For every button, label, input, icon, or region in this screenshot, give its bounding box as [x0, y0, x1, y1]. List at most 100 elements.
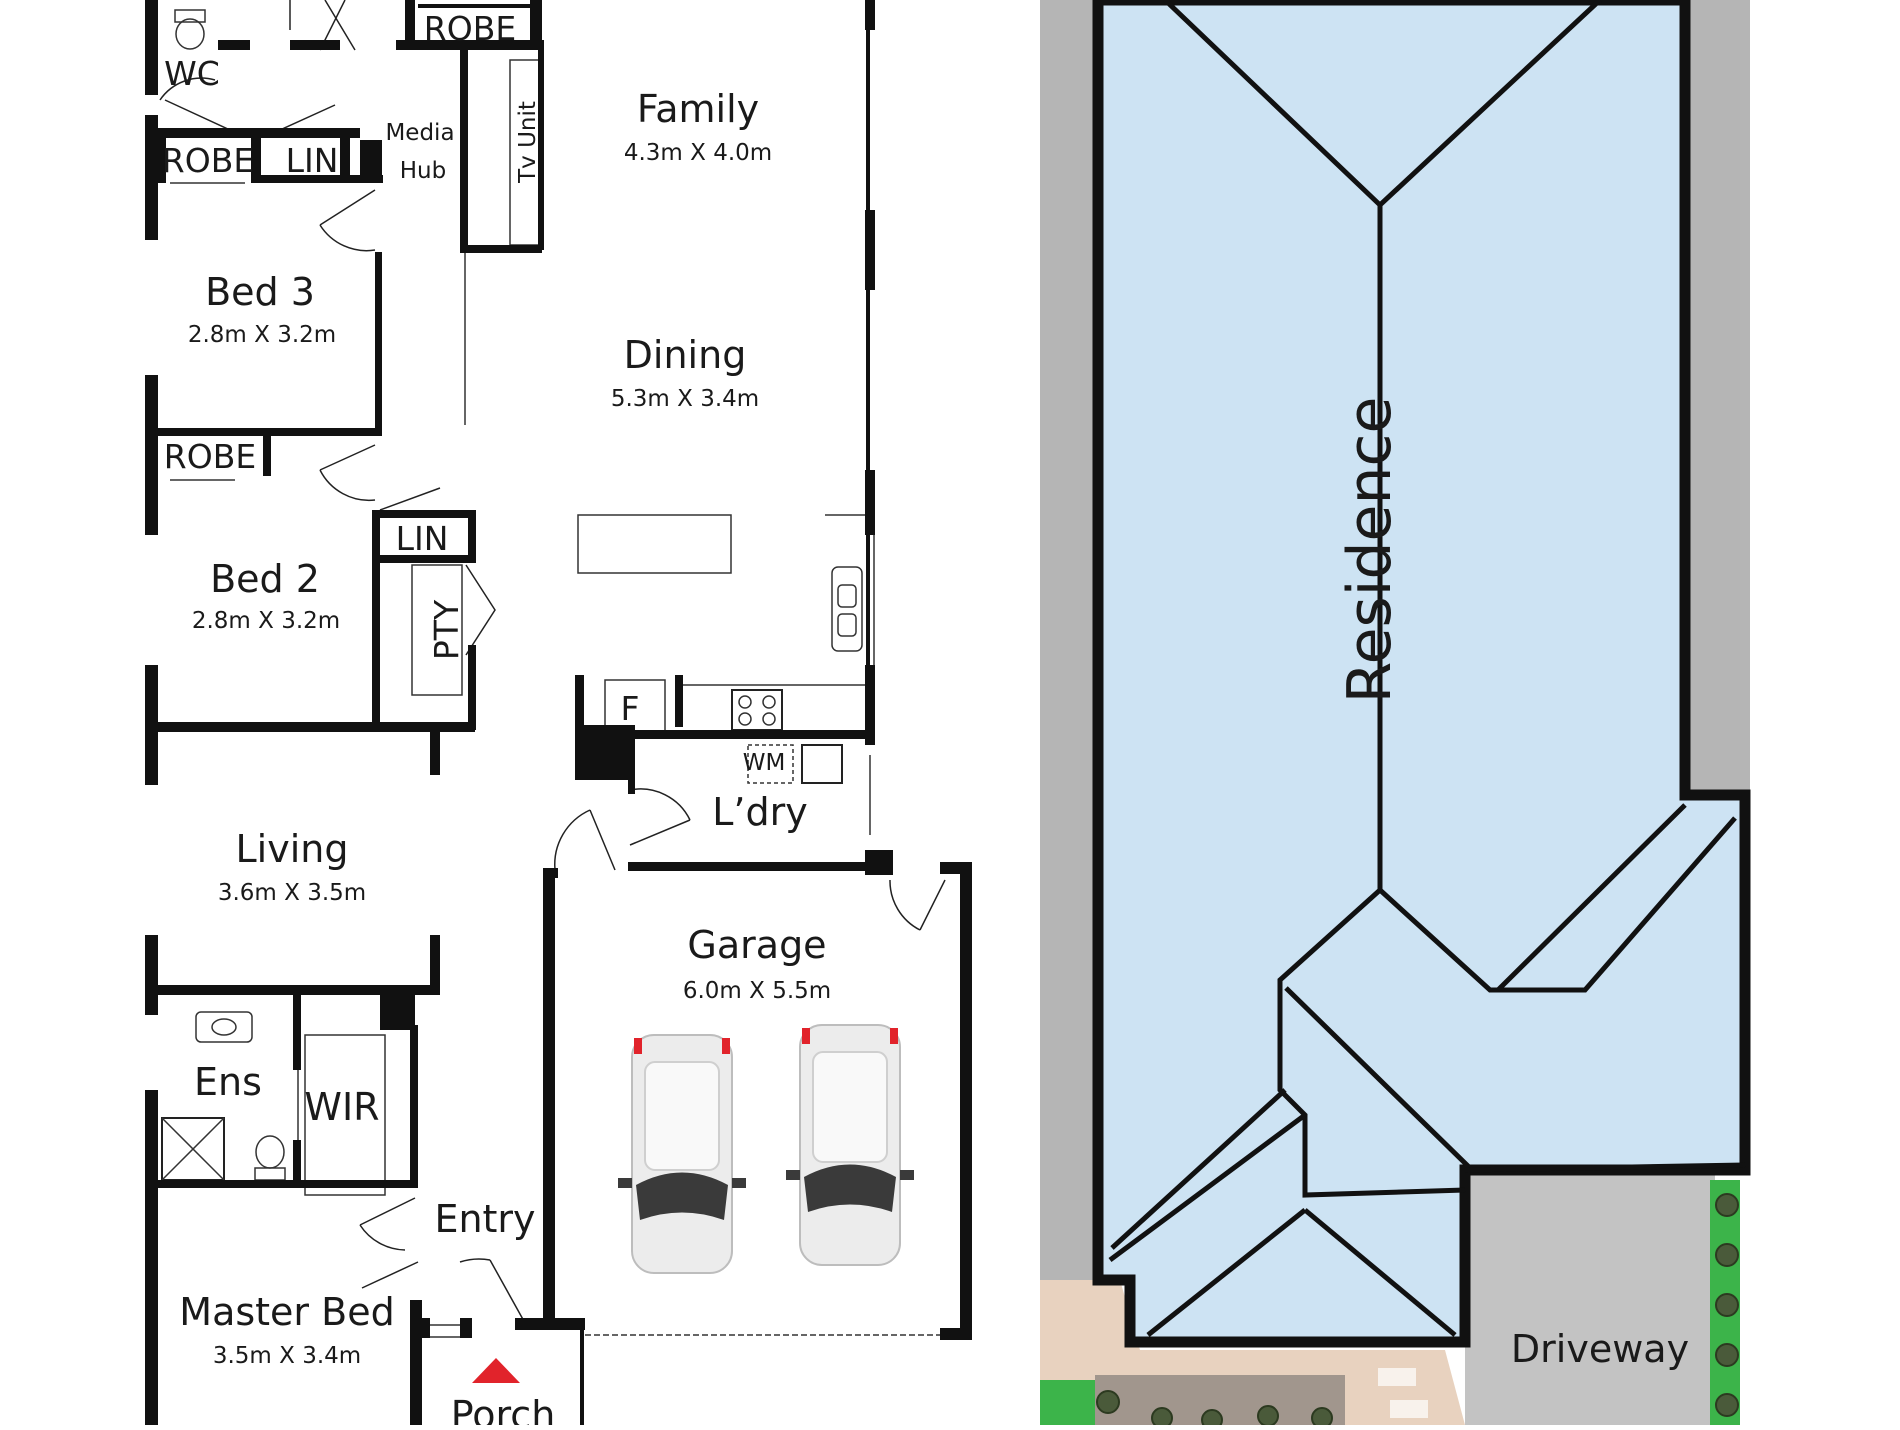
lin-label-bed2: LIN: [396, 519, 449, 558]
door-swing: [319, 189, 376, 252]
wall: [340, 128, 350, 183]
room-dims-garage: 6.0m X 5.5m: [683, 978, 831, 1004]
car-taillight: [890, 1028, 898, 1044]
wall: [580, 1330, 584, 1425]
wir-shelf: [304, 1034, 386, 1196]
wall: [865, 210, 875, 290]
car-roof: [812, 1051, 888, 1163]
wall: [675, 675, 683, 727]
sink-bowl: [837, 613, 857, 637]
wall: [460, 245, 542, 253]
washing-machine-label: WM: [743, 750, 786, 776]
hip-line: [1496, 803, 1687, 992]
wall: [380, 555, 476, 563]
door-swings: [159, 0, 946, 1324]
wall: [865, 470, 875, 535]
shrub: [1715, 1393, 1739, 1417]
residence-label: Residence: [1335, 397, 1405, 704]
shrub: [1201, 1409, 1223, 1430]
shrub: [1096, 1390, 1120, 1414]
wir-label: WIR: [304, 1085, 379, 1129]
wall: [460, 1318, 472, 1338]
robe-label-top: ROBE: [424, 9, 516, 48]
ens-toilet: [254, 1167, 286, 1181]
shrub: [1151, 1407, 1173, 1429]
wall: [865, 0, 875, 30]
wall: [418, 4, 536, 8]
wall: [145, 1090, 158, 1425]
residence-roof: [1092, 0, 1751, 1348]
car-left: [618, 1034, 746, 1274]
wall: [940, 1328, 972, 1340]
car-windscreen: [636, 1172, 728, 1220]
wall: [380, 995, 415, 1030]
room-name-bed3: Bed 3: [205, 270, 315, 314]
pantry-label: PTY: [427, 599, 466, 660]
door-swing: [889, 879, 946, 931]
laundry-tub: [801, 744, 843, 784]
wall: [158, 138, 166, 183]
wall: [293, 1140, 301, 1185]
floor-plan: Family 4.3m X 4.0m Dining 5.3m X 3.4m Be…: [145, 0, 972, 1430]
room-name-master-bed: Master Bed: [179, 1290, 394, 1334]
shower-drain-line: [161, 1117, 225, 1181]
room-name-garage: Garage: [687, 923, 826, 967]
room-name-dining: Dining: [624, 333, 747, 377]
room-dims-dining: 5.3m X 3.4m: [611, 386, 759, 412]
wall: [866, 535, 870, 665]
wall: [865, 850, 893, 875]
room-name-bed2: Bed 2: [210, 557, 320, 601]
paving-block-2: [1390, 1400, 1428, 1418]
walls: [145, 0, 972, 1425]
wall: [430, 725, 440, 775]
wall: [372, 510, 380, 730]
wall: [145, 985, 440, 995]
door-swing: [459, 1258, 526, 1324]
wall: [543, 868, 558, 878]
wall: [628, 739, 635, 794]
shrub: [1311, 1407, 1333, 1429]
hip-line: [1284, 986, 1472, 1170]
car-taillight: [722, 1038, 730, 1054]
room-name-living: Living: [236, 827, 349, 871]
lawn-left: [1040, 1380, 1095, 1425]
car-roof: [644, 1061, 720, 1171]
door-swing: [279, 104, 336, 131]
car-right: [786, 1024, 914, 1266]
cooktop: [731, 689, 783, 731]
wall: [293, 995, 301, 1070]
hip-line: [1378, 816, 1737, 993]
hip-line: [1303, 1208, 1457, 1337]
hip-line: [1146, 1208, 1307, 1337]
wall: [360, 140, 382, 180]
wall: [145, 428, 382, 436]
burner: [738, 695, 752, 709]
driveway-area: [1465, 1170, 1715, 1425]
basin-bowl: [211, 1018, 237, 1036]
wall: [530, 0, 542, 50]
shrub: [1715, 1293, 1739, 1317]
site-plan: Residence Driveway: [1040, 0, 1751, 1430]
wall: [370, 1180, 418, 1188]
pantry-shelf: [411, 564, 463, 696]
wall: [515, 1318, 555, 1330]
robe-label-bed2: ROBE: [164, 437, 256, 476]
ensuite-label: Ens: [194, 1060, 262, 1104]
room-dims-bed3: 2.8m X 3.2m: [188, 322, 336, 348]
door-swing: [319, 444, 376, 502]
wall: [145, 436, 153, 476]
wall: [410, 1025, 418, 1185]
wall: [396, 40, 544, 50]
door-swing: [324, 0, 356, 51]
wall: [145, 722, 475, 732]
wall: [380, 510, 476, 518]
car-mirror: [786, 1170, 800, 1180]
entry-arrow-icon: [472, 1358, 520, 1383]
media-hub-label-line1: Media: [385, 120, 454, 146]
driveway-label: Driveway: [1511, 1327, 1689, 1371]
paving-block-1: [1378, 1368, 1416, 1386]
door-swing: [361, 1261, 419, 1289]
sink-bowl: [837, 584, 857, 608]
